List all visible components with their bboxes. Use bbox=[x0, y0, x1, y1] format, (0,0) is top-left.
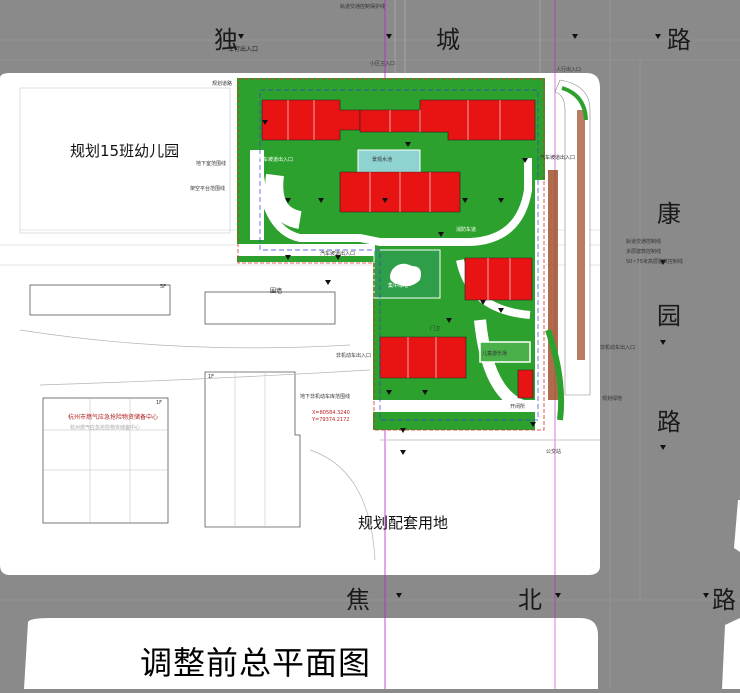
road-north-char-2: 城 bbox=[436, 26, 460, 54]
sign-left-label: 规划道路 bbox=[212, 81, 233, 87]
title-sheet bbox=[24, 618, 598, 689]
right-entry-label: 人行出入口 bbox=[556, 67, 582, 73]
context-grid bbox=[394, 0, 541, 73]
kids-area-label: 儿童游乐场 bbox=[482, 351, 508, 357]
road-north-char-3: 路 bbox=[667, 26, 691, 54]
wall-label: 围墙 bbox=[270, 288, 283, 295]
left-building-detail bbox=[43, 372, 266, 527]
right-sheet-bottom bbox=[722, 618, 740, 689]
building-6 bbox=[379, 336, 467, 379]
support-land-label: 规划配套用地 bbox=[358, 514, 449, 532]
kindergarten-label: 规划15班幼儿园 bbox=[70, 142, 180, 160]
building-line-label: 多层建筑控制线 bbox=[626, 249, 662, 255]
floors-5f-label: 5F bbox=[160, 284, 167, 290]
site-roads bbox=[19, 329, 600, 561]
building-grid bbox=[287, 100, 511, 378]
road-east-char-1: 康 bbox=[657, 200, 681, 228]
car-entry-right-label: 汽车坡道出入口 bbox=[540, 155, 576, 161]
road-arrows bbox=[238, 34, 709, 598]
building-5 bbox=[464, 257, 533, 301]
east-green bbox=[561, 86, 588, 121]
east-parking bbox=[545, 79, 591, 421]
west-road bbox=[250, 150, 264, 240]
road-east-char-3: 路 bbox=[657, 408, 681, 436]
sign-right-label: 规划绿地 bbox=[602, 396, 623, 402]
platform-line-label: 架空平台范围线 bbox=[190, 186, 226, 192]
bike-entry-label: 非机动车出入口 bbox=[600, 345, 636, 351]
underground-line-label: 地下室范围线 bbox=[196, 161, 227, 167]
coords-x-label: X=80584.3240 bbox=[312, 410, 350, 416]
underground-bike-label: 地下非机动车库范围线 bbox=[300, 394, 351, 400]
kids-area bbox=[479, 341, 531, 363]
west-plaza bbox=[265, 173, 303, 229]
central-garden-label: 集中绿地 bbox=[388, 283, 409, 289]
road-south-char-1: 焦 bbox=[346, 586, 370, 614]
landscape-water bbox=[390, 263, 421, 287]
walk-entry-label: 小区主入口 bbox=[370, 61, 396, 67]
car-entry-left-label: 汽车坡道出入口 bbox=[320, 251, 356, 257]
ring-road bbox=[254, 154, 532, 246]
gas-center-label: 杭州市燃气应急抢险物资储备中心 bbox=[68, 414, 159, 421]
floors-1f-label: 1F bbox=[156, 400, 163, 406]
gate-label: 门卫 bbox=[430, 326, 441, 332]
underground-boundary bbox=[259, 89, 539, 421]
road-south-char-3: 路 bbox=[712, 586, 736, 614]
site-arrows bbox=[262, 120, 536, 455]
south-green-strip bbox=[373, 412, 540, 430]
top-line-label: 轨道交通控制保护线 bbox=[340, 4, 386, 10]
plan-title: 调整前总平面图 bbox=[140, 644, 372, 682]
rail-line-label: 轨道交通控制线 bbox=[626, 239, 662, 245]
coords-y-label: Y=79374.2172 bbox=[312, 417, 350, 423]
right-sheet-edge bbox=[734, 500, 740, 552]
bus-stop-label: 公交站 bbox=[546, 449, 562, 455]
fire-road-label: 消防车道 bbox=[456, 227, 477, 233]
road-north-char-1: 独 bbox=[214, 26, 238, 54]
car-entry-mid-label: 汽车坡道出入口 bbox=[258, 157, 294, 163]
sub-entry-label: 非机动车出入口 bbox=[336, 353, 372, 359]
east-edge-road bbox=[535, 180, 545, 430]
building-7 bbox=[517, 369, 534, 399]
transformer-label: 开闭所 bbox=[510, 404, 526, 410]
gas-center-sub-label: 杭州燃气应急抢险物资储备中心 bbox=[70, 425, 141, 431]
road-south-char-2: 北 bbox=[518, 586, 542, 614]
site-boundary bbox=[237, 78, 545, 431]
floors-1f-b-label: 1F bbox=[208, 374, 215, 380]
landscape-water-label: 景观水池 bbox=[372, 157, 393, 163]
high-line-label: 50~75米高层建筑控制线 bbox=[626, 259, 683, 265]
residential-site bbox=[237, 78, 545, 430]
road-east-char-2: 园 bbox=[657, 302, 681, 330]
car-entry-top-label: 车行出入口 bbox=[228, 46, 259, 53]
left-buildings bbox=[29, 284, 336, 528]
south-inner-road bbox=[373, 400, 540, 412]
